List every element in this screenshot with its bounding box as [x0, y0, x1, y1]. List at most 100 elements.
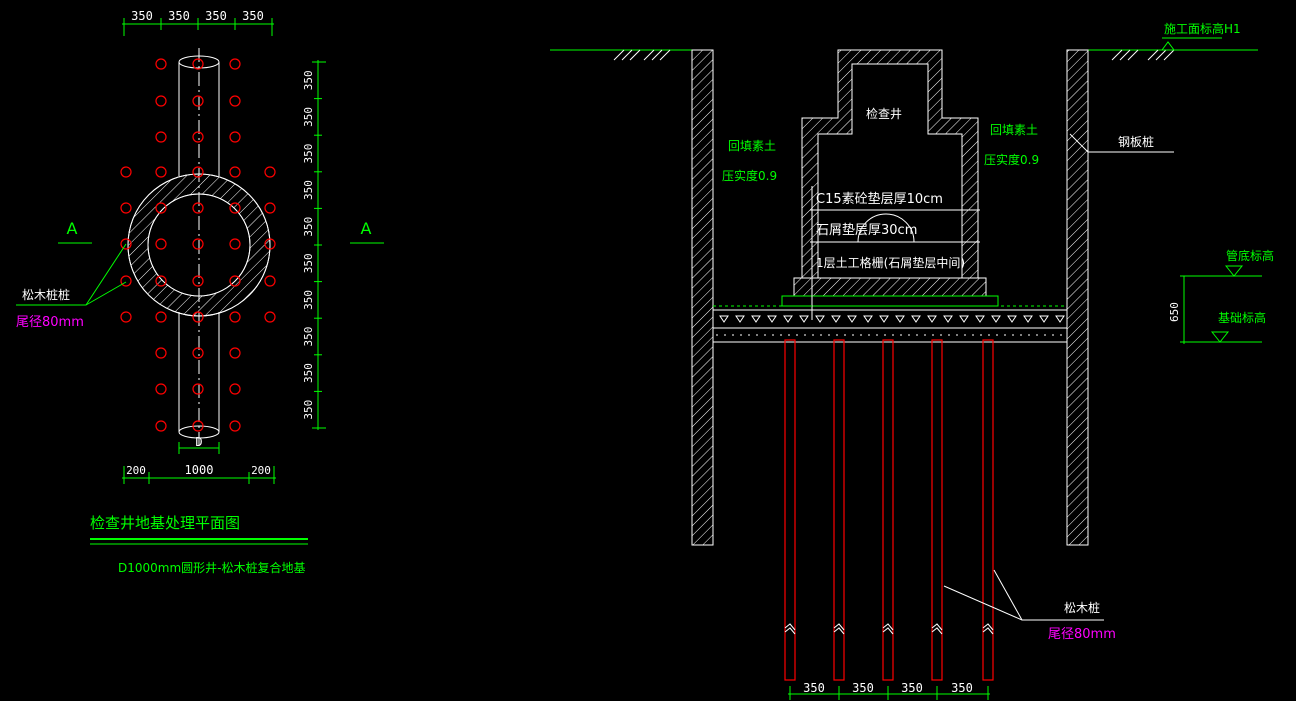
- section-bottom-dim-1: 350: [803, 681, 825, 695]
- plan-pile: [155, 95, 167, 107]
- plan-pile: [120, 166, 132, 178]
- plan-pipe: [178, 48, 220, 446]
- plan-title: 检查井地基处理平面图: [90, 514, 240, 532]
- section-pile: [882, 339, 894, 681]
- pipe-bottom-label: 管底标高: [1226, 248, 1274, 263]
- plan-pile: [120, 202, 132, 214]
- sheet-pile-left: [691, 49, 714, 546]
- section-bottom-dimension: [788, 686, 990, 700]
- plan-bottom-dim-2: 1000: [185, 463, 214, 477]
- plan-pile: [229, 275, 241, 287]
- plan-pile: [120, 275, 132, 287]
- plan-pile: [192, 347, 204, 359]
- plan-top-dim-4: 350: [242, 9, 264, 23]
- plan-pile: [192, 95, 204, 107]
- manhole-structure: [781, 49, 999, 307]
- section-bottom-dim-2: 350: [852, 681, 874, 695]
- section-pile: [982, 339, 994, 681]
- compact-left-label: 压实度0.9: [722, 168, 777, 183]
- section-bottom-dim-3: 350: [901, 681, 923, 695]
- plan-pile: [264, 311, 276, 323]
- plan-right-dim-5: 350: [302, 217, 315, 237]
- plan-right-dim-10: 350: [302, 400, 315, 420]
- plan-top-dim-2: 350: [168, 9, 190, 23]
- plan-right-dim-4: 350: [302, 180, 315, 200]
- plan-pile: [229, 95, 241, 107]
- plan-pile: [155, 202, 167, 214]
- plan-pile: [192, 275, 204, 287]
- plan-pile: [192, 238, 204, 250]
- plan-pile-spec: 尾径80mm: [16, 315, 84, 330]
- plan-pile: [229, 58, 241, 70]
- section-view: 施工面标高H1 钢板桩 检查井 C15素砼垫层厚10cm 石屑垫层厚30cm 1…: [550, 21, 1274, 700]
- section-pile: [931, 339, 943, 681]
- plan-pile: [120, 311, 132, 323]
- plan-pile: [229, 311, 241, 323]
- plan-pile: [264, 238, 276, 250]
- plan-pile: [192, 420, 204, 432]
- plan-pile: [229, 131, 241, 143]
- plan-pile: [264, 275, 276, 287]
- plan-pile: [155, 166, 167, 178]
- plan-pile: [155, 311, 167, 323]
- compact-right-label: 压实度0.9: [984, 152, 1039, 167]
- section-pile: [784, 339, 796, 681]
- plan-well-ring: [127, 173, 271, 317]
- section-pile-leader: [943, 569, 1104, 621]
- plan-view: 350 350 350 350 350 350 350 350 350 350 350 350…: [16, 9, 384, 575]
- plan-bottom-dim-3: 200: [251, 464, 271, 477]
- plan-pile: [264, 166, 276, 178]
- ground-elevation-marker: [1161, 37, 1222, 51]
- layer-c15: C15素砼垫层厚10cm: [816, 191, 943, 207]
- plan-right-dim-3: 350: [302, 144, 315, 164]
- plan-pile: [229, 202, 241, 214]
- backfill-left-label: 回填素土: [728, 139, 776, 153]
- section-bottom-dim-4: 350: [951, 681, 973, 695]
- elevation-dim: 650: [1168, 302, 1181, 322]
- layer-gravel: 石屑垫层厚30cm: [816, 222, 917, 238]
- plan-pile: [229, 347, 241, 359]
- plan-pile: [155, 420, 167, 432]
- base-bottom-label: 基础标高: [1218, 310, 1266, 325]
- plan-pile: [155, 58, 167, 70]
- ground-hatch: [613, 49, 1175, 61]
- plan-pile: [229, 383, 241, 395]
- plan-pile: [155, 238, 167, 250]
- foundation-cushion: [713, 305, 1067, 343]
- section-pile-group: [784, 339, 994, 681]
- plan-pile: [192, 131, 204, 143]
- sheet-pile-label: 钢板桩: [1118, 134, 1154, 149]
- base-bottom-marker: [1180, 331, 1262, 343]
- plan-pile: [192, 311, 204, 323]
- ground-elevation-label: 施工面标高H1: [1164, 21, 1241, 36]
- plan-pile: [229, 420, 241, 432]
- plan-right-dim-6: 350: [302, 253, 315, 273]
- plan-pile: [155, 347, 167, 359]
- plan-pile: [192, 202, 204, 214]
- plan-right-dim-2: 350: [302, 107, 315, 127]
- plan-pile: [155, 383, 167, 395]
- section-pile: [833, 339, 845, 681]
- plan-bottom-dim-1: 200: [126, 464, 146, 477]
- plan-pile: [192, 58, 204, 70]
- plan-pile: [264, 202, 276, 214]
- plan-pile: [192, 383, 204, 395]
- plan-diameter-dim: [178, 442, 220, 454]
- backfill-right-label: 回填素土: [990, 123, 1038, 137]
- pipe-bottom-marker: [1180, 265, 1262, 344]
- plan-right-dim-1: 350: [302, 70, 315, 90]
- sheet-pile-right: [1066, 49, 1089, 546]
- layer-geogrid: 1层土工格栅(石屑垫层中间): [816, 255, 965, 270]
- plan-right-dim-7: 350: [302, 290, 315, 310]
- plan-diameter-label: D: [195, 435, 202, 449]
- plan-pile: [155, 131, 167, 143]
- section-mark-left: A: [67, 219, 78, 238]
- manhole-label: 检查井: [866, 106, 902, 121]
- plan-right-dim-9: 350: [302, 363, 315, 383]
- section-pile-spec: 尾径80mm: [1048, 627, 1116, 642]
- plan-bottom-dimension: [122, 466, 276, 484]
- plan-top-dim-3: 350: [205, 9, 227, 23]
- plan-pile-leader: [16, 243, 127, 306]
